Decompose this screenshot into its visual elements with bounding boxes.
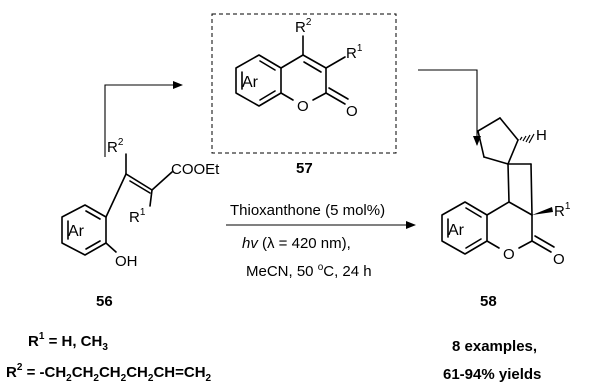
- compound-56-cooet-label: COOEt: [171, 161, 220, 178]
- compound-57-r1-label: R1: [346, 43, 363, 62]
- r2-definition: R2 = -CH2CH2CH2CH2CH=CH2: [6, 362, 212, 383]
- compound-58-label: 58: [480, 293, 497, 310]
- compound-57-structure: Ar O O R2 R1: [235, 17, 363, 120]
- compound-58-h-label: H: [536, 127, 547, 144]
- r1-definition: R1 = H, CH3: [28, 331, 108, 353]
- condition-solvent-temp: MeCN, 50 oC, 24 h: [246, 262, 372, 280]
- compound-56-r2-label: R2: [107, 137, 124, 156]
- compound-58-structure: Ar O O H R1: [441, 117, 571, 268]
- compound-56-structure: Ar OH R2 COOEt R1: [61, 137, 220, 270]
- compound-57-r2-label: R2: [295, 17, 312, 36]
- results-examples: 8 examples,: [452, 338, 537, 355]
- compound-57-ring-oxygen: O: [297, 98, 309, 115]
- condition-catalyst: Thioxanthone (5 mol%): [230, 202, 385, 219]
- compound-58-wedge-bond: [532, 207, 553, 215]
- compound-57-label: 57: [296, 160, 313, 177]
- arrow-to-intermediate: [104, 81, 183, 157]
- compound-56-ar-label: Ar: [68, 223, 85, 240]
- compound-58-carbonyl-oxygen: O: [553, 251, 565, 268]
- compound-56-oh-label: OH: [115, 253, 138, 270]
- compound-58-r1-label: R1: [554, 201, 571, 220]
- arrow-to-product: [418, 69, 481, 146]
- compound-58-hashed-bond: [519, 133, 535, 144]
- compound-58-ring-oxygen: O: [503, 246, 515, 263]
- compound-57-carbonyl-oxygen: O: [346, 103, 358, 120]
- intermediate-dashed-box: [211, 13, 397, 154]
- compound-56-label: 56: [96, 293, 113, 310]
- condition-light: hv (λ = 420 nm),: [242, 235, 351, 252]
- results-yields: 61-94% yields: [443, 366, 541, 383]
- compound-58-ar-label: Ar: [448, 222, 465, 239]
- compound-56-r1-label: R1: [129, 207, 146, 226]
- compound-57-ar-label: Ar: [242, 74, 259, 91]
